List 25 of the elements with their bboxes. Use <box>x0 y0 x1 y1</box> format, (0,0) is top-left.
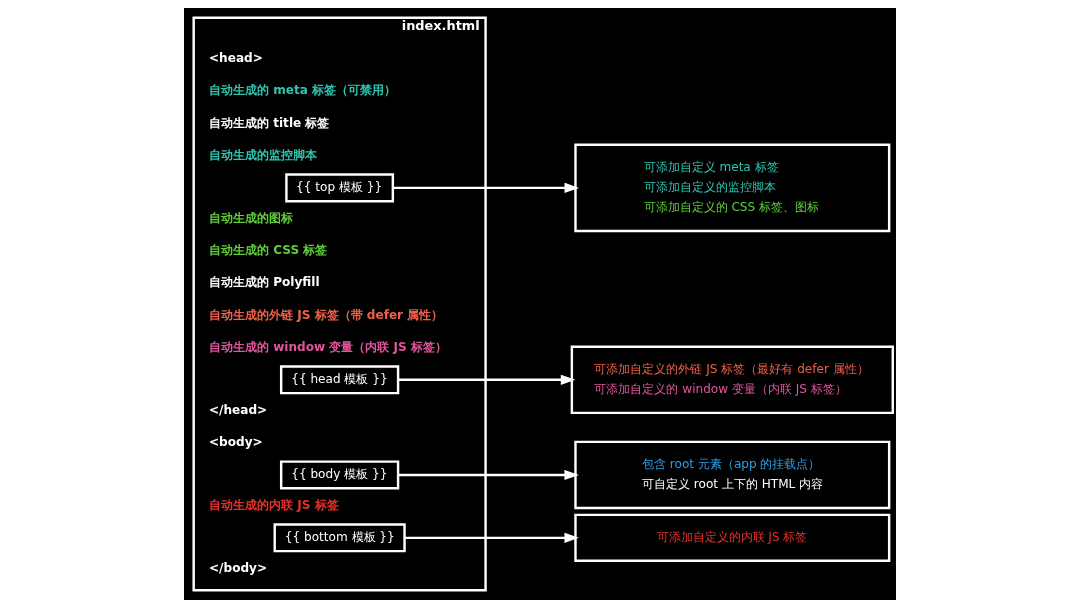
label: 自动生成的 window 变量（内联 JS 标签） <box>209 339 448 354</box>
arrow <box>398 469 579 481</box>
node-box: 可添加自定义 meta 标签 可添加自定义的监控脚本 可添加自定义的 CSS 标签、图标 <box>574 143 891 233</box>
node-box: {{ head 模板 }} <box>279 365 400 395</box>
label: 自动生成的 title 标签 <box>209 115 330 130</box>
node-box: {{ bottom 模板 }} <box>273 523 406 553</box>
node-box: 可添加自定义的内联 JS 标签 <box>574 513 891 563</box>
label: 自动生成的 Polyfill <box>209 275 320 290</box>
label: 自动生成的内联 JS 标签 <box>209 497 339 512</box>
arrow <box>392 182 580 193</box>
node-box: {{ top 模板 }} <box>285 173 395 203</box>
node-box: 可添加自定义的外链 JS 标签（最好有 defer 属性） 可添加自定义的 window 变量（内联 JS 标签） <box>570 345 894 415</box>
label: 自动生成的监控脚本 <box>209 147 317 162</box>
label: </head> <box>209 402 268 417</box>
label: 自动生成的 meta 标签（可禁用） <box>209 83 397 98</box>
node-box: 包含 root 元素（app 的挂载点） 可自定义 root 上下的 HTML 内容 <box>574 440 891 510</box>
label: 自动生成的图标 <box>209 210 293 225</box>
label: <head> <box>209 51 263 66</box>
arrow <box>398 374 576 385</box>
arrow <box>404 532 579 543</box>
label: 自动生成的外链 JS 标签（带 defer 属性） <box>209 307 444 322</box>
label: 自动生成的 CSS 标签 <box>209 243 328 258</box>
label: <body> <box>209 434 263 449</box>
label: </body> <box>209 560 268 575</box>
node-box: {{ body 模板 }} <box>279 460 400 490</box>
